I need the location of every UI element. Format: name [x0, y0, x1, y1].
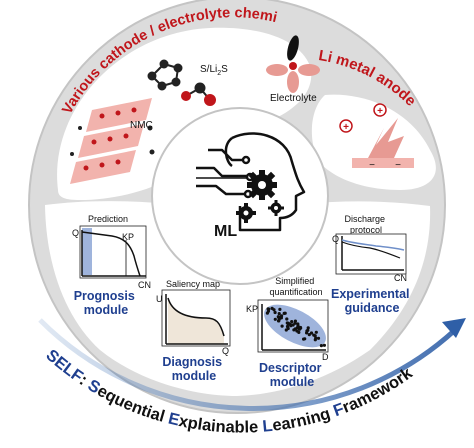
- scatter-point: [265, 311, 269, 315]
- scatter-point: [306, 328, 310, 332]
- svg-text:−: −: [369, 160, 375, 171]
- framework-arc-arrow: [38, 318, 457, 411]
- scatter-point: [297, 327, 302, 331]
- scatter-point: [272, 308, 276, 312]
- scatter-point: [293, 327, 297, 331]
- scatter-point: [286, 326, 290, 331]
- gear-small-icon: [236, 203, 256, 223]
- svg-text:+: +: [377, 106, 383, 117]
- ml-head-icon: [196, 132, 306, 232]
- nmc-structure-icon: [70, 98, 155, 184]
- diagnosis-caption: Saliency map: [166, 279, 220, 289]
- svg-text:+: +: [343, 122, 349, 133]
- gear-large-icon: [247, 170, 277, 200]
- descriptor-x-axis: D: [322, 352, 329, 362]
- scatter-point: [280, 314, 284, 318]
- descriptor-scatter: [265, 306, 326, 348]
- experimental-x-axis: CN: [394, 273, 407, 283]
- prognosis-x-axis: CN: [138, 280, 151, 290]
- scatter-point: [266, 307, 270, 311]
- experimental-y-axis: Q: [332, 234, 339, 244]
- scatter-point: [277, 312, 281, 316]
- descriptor-title: Descriptor module: [259, 361, 325, 389]
- experimental-title: Experimental guidance: [331, 287, 413, 315]
- prognosis-title: Prognosis module: [74, 289, 139, 317]
- sli2s-molecule-icon: [147, 59, 216, 106]
- scatter-point: [322, 343, 326, 347]
- scatter-point: [313, 334, 317, 338]
- scatter-point: [289, 324, 293, 328]
- diagnosis-y-axis: U: [156, 294, 163, 304]
- scatter-point: [314, 336, 318, 340]
- descriptor-y-axis: KP: [246, 304, 258, 314]
- prognosis-plot: [79, 225, 147, 279]
- scatter-point: [273, 310, 277, 315]
- scatter-point: [278, 307, 282, 311]
- scatter-point: [314, 330, 318, 334]
- scatter-point: [319, 344, 323, 348]
- electrolyte-molecule-icon: [266, 35, 320, 93]
- prognosis-y-axis: Q: [72, 228, 79, 238]
- diagnosis-plot: [161, 289, 231, 347]
- scatter-point: [283, 311, 287, 315]
- experimental-caption: Discharge protocol: [344, 214, 387, 235]
- center-circle: [151, 107, 329, 285]
- li-dendrite-icon: + + − −: [339, 103, 414, 171]
- prognosis-kp-label: KP: [122, 232, 134, 242]
- scatter-point: [277, 319, 281, 323]
- scatter-point: [297, 330, 301, 334]
- scatter-point: [280, 324, 284, 328]
- arrow-head-icon: [442, 318, 466, 338]
- svg-text:−: −: [395, 160, 401, 171]
- gear-tiny-icon: [268, 200, 284, 216]
- scatter-point: [303, 337, 307, 341]
- diagnosis-title: Diagnosis module: [162, 355, 225, 383]
- scatter-point: [296, 324, 300, 328]
- scatter-point: [290, 320, 294, 324]
- scatter-point: [273, 317, 277, 321]
- electrolyte-label: Electrolyte: [270, 93, 317, 104]
- scatter-point: [316, 336, 321, 340]
- diagnosis-x-axis: Q: [222, 346, 229, 356]
- sli2s-label: S/Li2S: [200, 64, 228, 77]
- scatter-point: [307, 333, 311, 337]
- scatter-point: [285, 317, 289, 321]
- ml-label: ML: [214, 223, 237, 240]
- scatter-point: [309, 331, 314, 335]
- descriptor-caption: Simplified quantification: [269, 276, 322, 297]
- nmc-label: NMC: [130, 120, 153, 131]
- experimental-plot: [335, 233, 407, 275]
- descriptor-plot: [257, 299, 329, 353]
- prognosis-caption: Prediction: [88, 214, 128, 224]
